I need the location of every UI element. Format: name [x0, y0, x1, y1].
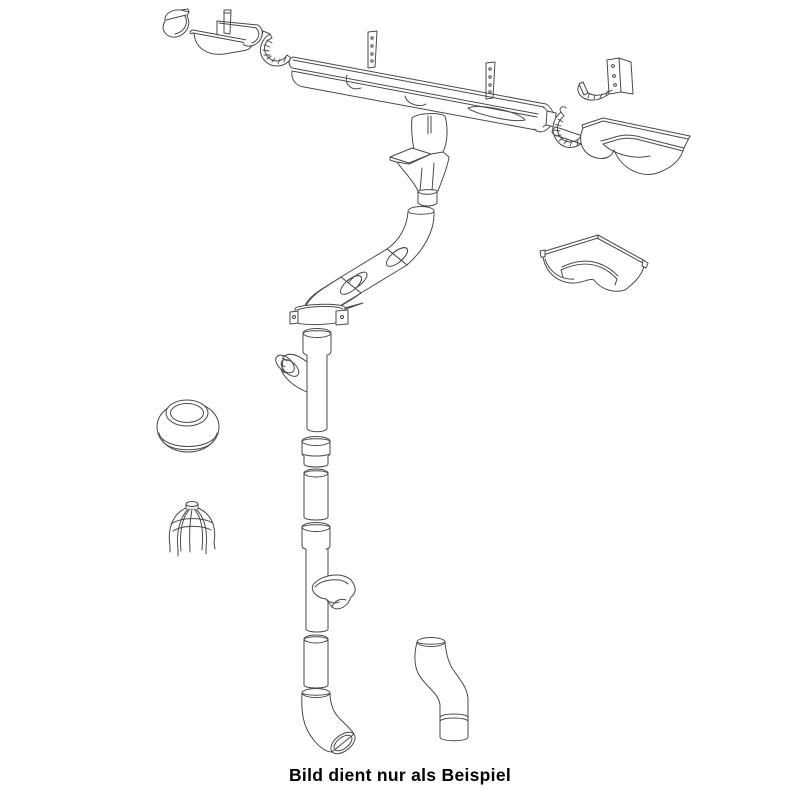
downpipe-section-lower-part	[303, 634, 329, 689]
long-gutter-with-straps-part	[288, 30, 557, 133]
leaf-strainer-part	[168, 501, 216, 557]
gutter-end-cap-part	[162, 8, 190, 38]
water-collector-pipe-part	[301, 522, 356, 633]
downpipe-section-part	[303, 468, 329, 521]
gutter-inside-corner-part	[539, 234, 649, 292]
offset-s-bend-part	[414, 637, 469, 742]
gutter-outside-corner-part	[551, 117, 691, 175]
gutter-outlet-funnel-part	[389, 113, 450, 207]
short-gutter-with-bracket-part	[189, 9, 263, 55]
gutter-union-clamp-left-part	[259, 30, 292, 67]
outlet-elbow-part	[301, 688, 356, 755]
pipe-rosette-cap-part	[156, 399, 220, 453]
branch-pipe-part	[275, 328, 332, 433]
gutter-hook-bracket-part	[577, 57, 634, 101]
pipe-coupling-part	[301, 436, 331, 468]
caption: Bild dient nur als Beispiel	[288, 765, 512, 785]
pipe-clamp-with-pin-part	[289, 302, 364, 326]
